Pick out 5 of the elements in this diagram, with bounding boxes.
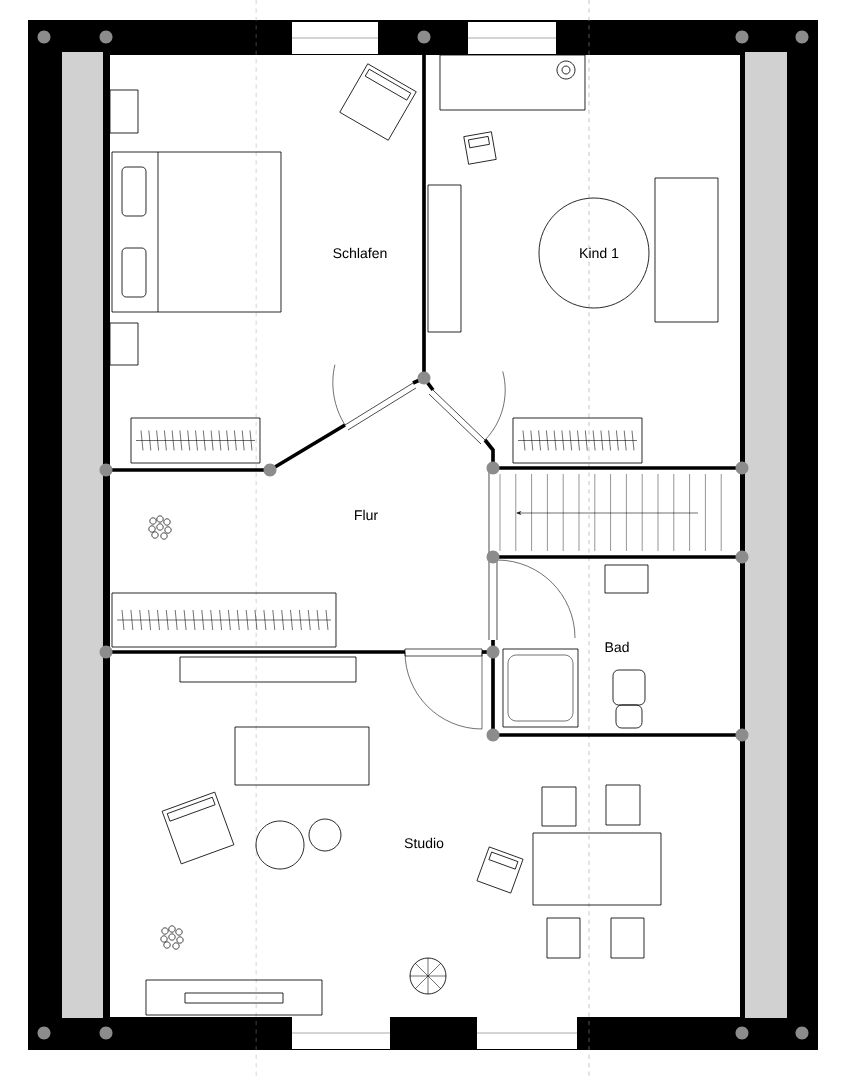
room-label: Kind 1	[580, 247, 619, 259]
room-label: Bad	[605, 641, 629, 653]
room-label: Flur	[355, 509, 378, 521]
room-label: Studio	[404, 837, 444, 849]
room-label: Schlafen	[333, 247, 387, 259]
